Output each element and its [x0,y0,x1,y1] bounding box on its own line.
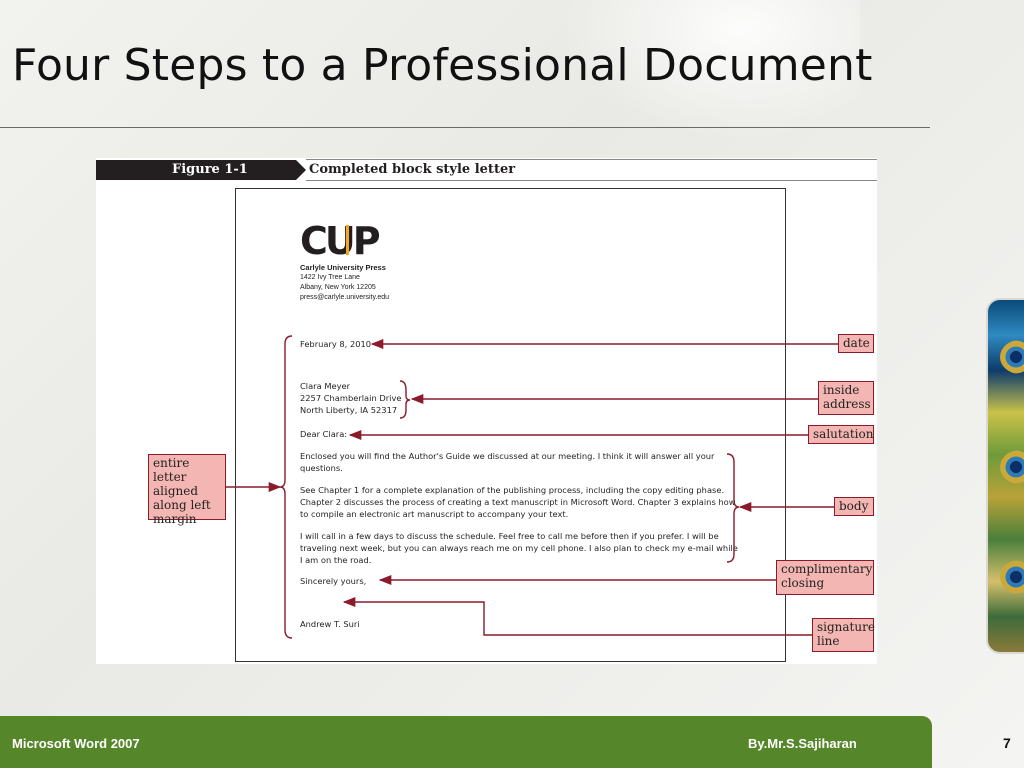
figure-header: Figure 1-1 Completed block style letter [96,158,877,182]
body-p2-line-3: to compile an electronic art manuscript … [300,509,569,519]
figure-label-band [96,160,296,180]
sender-name: Carlyle University Press [300,263,386,272]
background-decoration [560,0,860,140]
figure-label-arrow [296,160,306,180]
sender-street: 1422 Ivy Tree Lane [300,274,360,281]
left-margin-brace [279,335,293,639]
footer-bar [0,716,932,768]
body-p3-line-1: I will call in a few days to discuss the… [300,531,719,541]
letter-page: CUP Carlyle University Press 1422 Ivy Tr… [235,188,786,662]
inside-address-line-3: North Liberty, IA 52317 [300,405,398,415]
callout-inside-address: inside address [818,381,874,415]
feather-eye-2 [1000,450,1024,484]
slide-page-number: 7 [1003,735,1011,751]
body-p3-line-2: traveling next week, but you can always … [300,543,738,553]
body-p2-line-2: Chapter 2 discusses the process of creat… [300,497,736,507]
signature-arrow [342,596,812,636]
figure-label: Figure 1-1 [172,162,248,177]
callout-entire-letter: entire letter aligned along left margin [148,454,226,526]
footer-author: By.Mr.S.Sajiharan [748,736,857,751]
inside-address-brace [399,380,411,419]
body-p1-line-2: questions. [300,463,343,473]
sender-block: Carlyle University Press 1422 Ivy Tree L… [300,263,389,303]
letter-signature: Andrew T. Suri [300,619,360,629]
body-p2-line-1: See Chapter 1 for a complete explanation… [300,485,725,495]
body-p3-line-3: I am on the road. [300,555,372,565]
callout-salutation: salutation [808,425,874,444]
slide-title: Four Steps to a Professional Document [12,40,873,91]
logo-text: CUP [300,221,380,259]
feather-eye-1 [1000,340,1024,374]
inside-address-line-1: Clara Meyer [300,381,351,391]
sender-email: press@carlyle.university.edu [300,294,390,301]
figure-header-rule-bottom [306,180,877,181]
inside-address-line-2: 2257 Chamberlain Drive [300,393,402,403]
logo-accent [346,225,349,255]
callout-complimentary-closing: complimentary closing [776,560,874,595]
callout-date: date [838,334,874,353]
body-p1-line-1: Enclosed you will find the Author's Guid… [300,451,715,461]
peacock-feather-image [986,298,1024,654]
letter-date: February 8, 2010 [300,339,372,349]
cup-logo: CUP [300,221,383,259]
body-brace [726,453,740,563]
callout-signature-line: signature line [812,618,875,652]
feather-eye-3 [1000,560,1024,594]
figure-header-rule-top [306,159,877,160]
letter-closing: Sincerely yours, [300,576,367,586]
callout-body: body [834,497,874,516]
title-divider [0,127,930,128]
footer-course-title: Microsoft Word 2007 [12,736,140,751]
figure-caption: Completed block style letter [309,162,516,177]
letter-salutation: Dear Clara: [300,429,348,439]
sender-city: Albany, New York 12205 [300,284,376,291]
